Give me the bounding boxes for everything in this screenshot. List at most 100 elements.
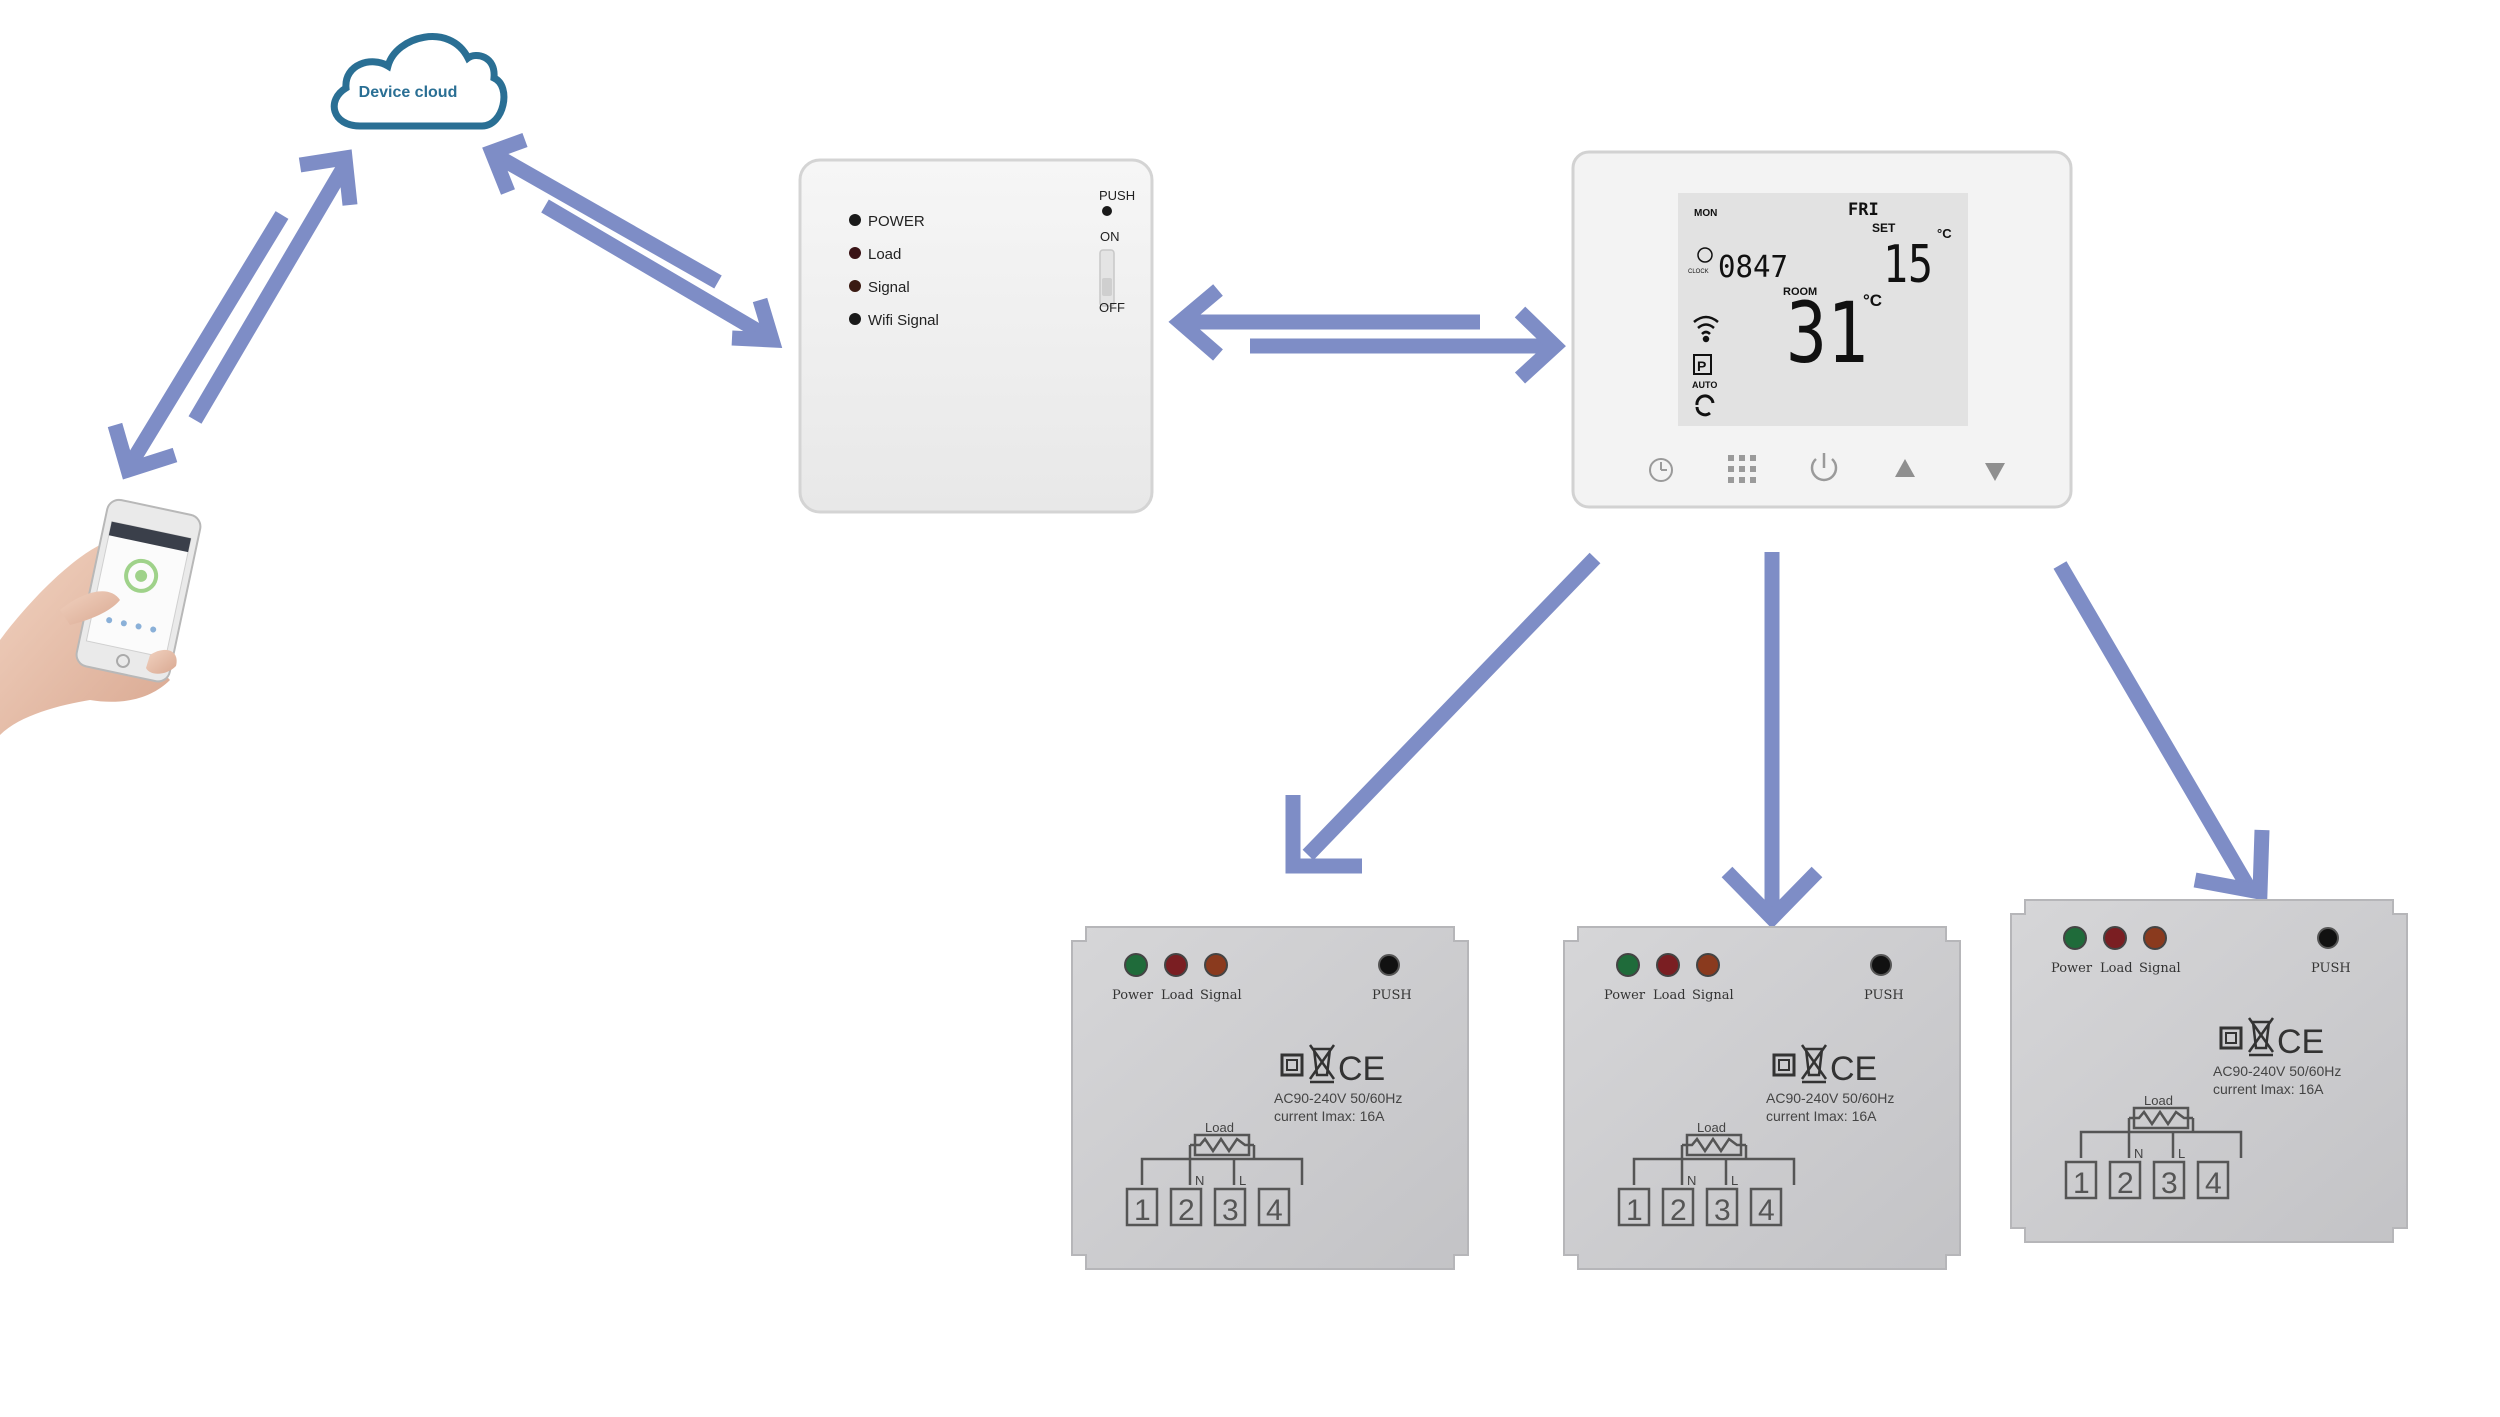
led-label-signal: Signal xyxy=(1200,988,1242,1003)
receiver-1: Power Load Signal PUSH CE AC90-240V 50/6… xyxy=(1071,926,1469,1270)
terminal-2: 2 xyxy=(1670,1194,1687,1227)
day-small: MON xyxy=(1694,208,1717,219)
wiring-diagram xyxy=(1632,1133,1796,1185)
gateway-body xyxy=(798,158,1154,514)
terminal-3: 3 xyxy=(2161,1167,2178,1200)
set-unit: °C xyxy=(1937,226,1952,241)
receiver-3: Power Load Signal PUSH CE AC90-240V 50/6… xyxy=(2010,899,2408,1243)
p-mode-icon xyxy=(1693,354,1712,375)
clock-label: CLOCK xyxy=(1688,269,1709,275)
live-label: L xyxy=(1731,1173,1738,1188)
cloud-icon xyxy=(330,33,508,130)
terminal-1: 1 xyxy=(1134,1194,1151,1227)
arrow-cloud-to-phone xyxy=(107,211,289,480)
led-label-power: POWER xyxy=(868,213,925,230)
led-wifi xyxy=(849,313,861,325)
live-label: L xyxy=(1239,1173,1246,1188)
wiring-diagram xyxy=(2079,1106,2243,1158)
wiring-diagram xyxy=(1140,1133,1304,1185)
up-arrow-icon xyxy=(1895,459,1915,477)
clock-button[interactable] xyxy=(1649,458,1673,482)
push-button xyxy=(1870,954,1892,976)
terminal-2: 2 xyxy=(1178,1194,1195,1227)
arrows xyxy=(107,132,2270,929)
neutral-label: N xyxy=(1195,1173,1204,1188)
menu-button[interactable] xyxy=(1728,455,1756,483)
receiver-2: Power Load Signal PUSH CE AC90-240V 50/6… xyxy=(1563,926,1961,1270)
spec-voltage: AC90-240V 50/60Hz xyxy=(1274,1090,1402,1106)
room-unit: °C xyxy=(1863,291,1882,310)
cloud-label: Device cloud xyxy=(359,84,458,101)
clock-icon xyxy=(1649,458,1673,482)
led-signal xyxy=(2143,926,2167,950)
receiver-body xyxy=(1563,926,1961,1270)
phone-home-button xyxy=(116,653,131,668)
down-button[interactable] xyxy=(1985,463,2005,481)
class2-icon xyxy=(1280,1053,1304,1077)
arrow-gateway-to-cloud xyxy=(482,132,722,289)
terminal-3: 3 xyxy=(1714,1194,1731,1227)
room-label: ROOM xyxy=(1783,286,1817,298)
off-label: OFF xyxy=(1099,300,1125,315)
auto-cycle-icon xyxy=(1695,394,1715,417)
class2-icon xyxy=(1772,1053,1796,1077)
push-button xyxy=(2317,927,2339,949)
led-label-wifi: Wifi Signal xyxy=(868,312,939,329)
led-power xyxy=(849,214,861,226)
load-label: Load xyxy=(1205,1120,1234,1135)
app-power-icon xyxy=(124,558,159,593)
led-label-power: Power xyxy=(2051,961,2093,976)
terminal-block: 1 2 3 4 xyxy=(1125,1187,1291,1227)
spec-current: current Imax: 16A xyxy=(2213,1081,2324,1097)
terminal-2: 2 xyxy=(2117,1167,2134,1200)
led-load xyxy=(1656,953,1680,977)
live-label: L xyxy=(2178,1146,2185,1161)
terminal-1: 1 xyxy=(2073,1167,2090,1200)
ce-mark: CE xyxy=(1830,1050,1877,1088)
terminal-block: 1 2 3 4 xyxy=(1617,1187,1783,1227)
led-load xyxy=(2103,926,2127,950)
down-arrow-icon xyxy=(1985,463,2005,481)
led-label-power: Power xyxy=(1112,988,1154,1003)
smartphone-in-hand xyxy=(0,498,202,735)
spec-voltage: AC90-240V 50/60Hz xyxy=(2213,1063,2341,1079)
menu-grid-icon xyxy=(1728,455,1756,483)
power-button[interactable] xyxy=(1810,453,1838,482)
set-label: SET xyxy=(1872,221,1896,235)
clock-icon-lcd xyxy=(1697,247,1713,263)
lcd-screen xyxy=(1678,193,1968,426)
arrow-thermostat-to-receiver-3 xyxy=(2053,561,2270,901)
spec-voltage: AC90-240V 50/60Hz xyxy=(1766,1090,1894,1106)
day-label: FRI xyxy=(1848,200,1879,220)
terminal-4: 4 xyxy=(2205,1167,2222,1200)
terminal-3: 3 xyxy=(1222,1194,1239,1227)
weee-bin-icon xyxy=(1308,1044,1336,1084)
led-label-load: Load xyxy=(868,246,901,263)
led-label-load: Load xyxy=(1161,988,1194,1003)
ce-mark: CE xyxy=(2277,1023,2324,1061)
terminal-4: 4 xyxy=(1758,1194,1775,1227)
led-signal xyxy=(1204,953,1228,977)
load-label: Load xyxy=(1697,1120,1726,1135)
push-button xyxy=(1102,206,1112,216)
led-power xyxy=(2063,926,2087,950)
led-label-signal: Signal xyxy=(1692,988,1734,1003)
led-power xyxy=(1124,953,1148,977)
led-power xyxy=(1616,953,1640,977)
thermostat: MON FRI SET 15 °C CLOCK 0847 ROOM 31 °C … xyxy=(1571,150,2073,509)
device-cloud: Device cloud xyxy=(330,33,508,130)
arrow-gateway-to-thermostat xyxy=(1250,306,1566,384)
room-temperature: 31 xyxy=(1786,284,1868,382)
led-load xyxy=(1164,953,1188,977)
arrow-thermostat-to-receiver-2 xyxy=(1721,552,1823,929)
push-label: PUSH xyxy=(1864,988,1904,1003)
up-button[interactable] xyxy=(1895,459,1915,477)
p-mode-label: P xyxy=(1697,358,1706,374)
arrow-cloud-to-gateway xyxy=(541,199,783,349)
load-label: Load xyxy=(2144,1093,2173,1108)
set-temperature: 15 xyxy=(1883,235,1933,295)
neutral-label: N xyxy=(2134,1146,2143,1161)
wifi-icon xyxy=(1693,315,1719,343)
led-label-signal: Signal xyxy=(868,279,910,296)
